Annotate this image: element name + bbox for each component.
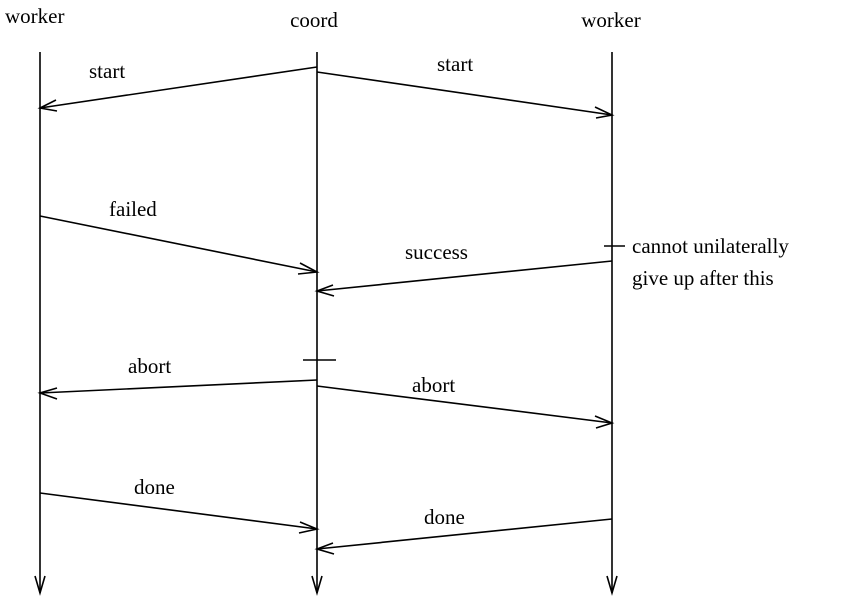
message-done-from-right: [314, 518, 613, 555]
message-abort-to-left: [37, 379, 318, 400]
message-abort-to-right: [316, 385, 615, 429]
label-start-left: start: [89, 59, 125, 83]
label-abort-left: abort: [128, 354, 171, 378]
participant-coord: coord: [290, 8, 338, 32]
participant-right-worker: worker: [581, 8, 640, 32]
annotation-line-1: cannot unilaterally: [632, 234, 789, 258]
annotation-line-2: give up after this: [632, 266, 774, 290]
participant-left-worker: worker: [5, 4, 64, 28]
lifeline-coord: [311, 52, 323, 596]
label-abort-right: abort: [412, 373, 455, 397]
label-done-right: done: [424, 505, 465, 529]
label-failed: failed: [109, 197, 157, 221]
label-success: success: [405, 240, 468, 264]
lifeline-left-worker: [34, 52, 46, 596]
label-start-right: start: [437, 52, 473, 76]
lifeline-right-worker: [606, 52, 618, 596]
message-start-to-left: [37, 66, 318, 112]
message-start-to-right: [316, 71, 615, 119]
label-done-left: done: [134, 475, 175, 499]
message-done-from-left: [39, 492, 320, 534]
message-success: [314, 260, 613, 297]
message-failed: [39, 215, 320, 275]
